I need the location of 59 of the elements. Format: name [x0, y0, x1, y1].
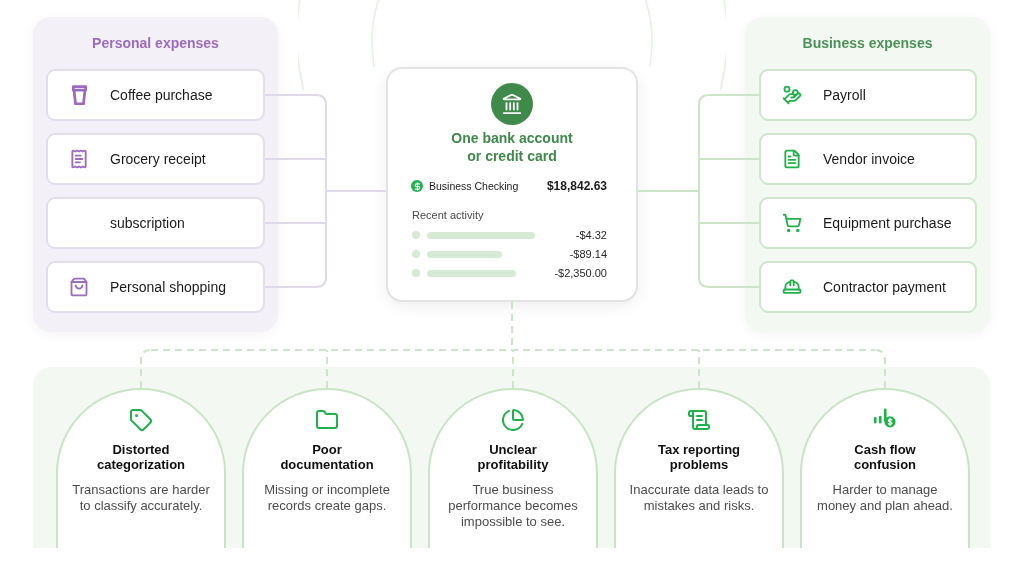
category-panel [745, 17, 990, 332]
item-label: subscription [110, 214, 185, 232]
category-panel [33, 17, 278, 332]
expense-item [46, 197, 265, 249]
item-label: Vendor invoice [823, 150, 915, 168]
arch-card [242, 388, 412, 548]
card-description: Transactions are harder to classify accurately. [71, 482, 211, 514]
card-title: One bank account or credit card [450, 129, 574, 165]
expense-item [46, 69, 265, 121]
account-card [386, 67, 638, 302]
item-label: Grocery receipt [110, 150, 206, 168]
expense-item [759, 133, 977, 185]
item-label: Payroll [823, 86, 866, 104]
card-title: Distorted categorization [95, 442, 187, 472]
connector-line [698, 222, 760, 224]
account-balance: $18,842.63 [546, 178, 607, 194]
section-label: Recent activity [412, 208, 484, 222]
dashed-connector [874, 349, 886, 389]
transaction-amount: -$89.14 [569, 247, 607, 261]
connector-line [325, 104, 387, 278]
card-title: Unclear profitability [476, 442, 550, 472]
card-description: Inaccurate data leads to mistakes and risks. [628, 482, 770, 514]
transaction-amount: -$4.32 [575, 228, 607, 242]
expense-item [46, 133, 265, 185]
expense-item [759, 197, 977, 249]
card-description: Harder to manage money and plan ahead. [816, 482, 954, 514]
connector-line [698, 276, 760, 288]
connector-line [264, 94, 327, 106]
expense-item [46, 261, 265, 313]
connector-line [698, 158, 760, 160]
arch-card [56, 388, 226, 548]
connector-line [698, 94, 760, 106]
item-label: Contractor payment [823, 278, 946, 296]
dashed-connector [140, 349, 152, 389]
item-label: Personal shopping [110, 278, 226, 296]
transaction-amount: -$2,350.00 [554, 266, 607, 280]
card-title: Cash flow confusion [852, 442, 918, 472]
connector-line [637, 104, 700, 278]
expense-item [759, 261, 977, 313]
dashed-connector [512, 349, 514, 389]
connector-line [264, 222, 327, 224]
dashed-connector [150, 301, 876, 351]
card-description: True business performance becomes impossible to see. [447, 482, 579, 530]
dashed-connector [698, 349, 700, 389]
arch-card [614, 388, 784, 548]
arch-card [800, 388, 970, 548]
account-name: Business Checking [429, 179, 519, 193]
item-label: Equipment purchase [823, 214, 952, 232]
panel-heading: Business expenses [802, 34, 933, 52]
card-description: Missing or incomplete records create gaps. [263, 482, 391, 514]
card-title: Tax reporting problems [656, 442, 742, 472]
panel-heading: Personal expenses [92, 34, 219, 52]
expense-item [759, 69, 977, 121]
card-title: Poor documentation [279, 442, 375, 472]
connector-line [264, 158, 327, 160]
dashed-connector [326, 349, 328, 389]
connector-line [264, 276, 327, 288]
item-label: Coffee purchase [110, 86, 213, 104]
arch-card [428, 388, 598, 548]
